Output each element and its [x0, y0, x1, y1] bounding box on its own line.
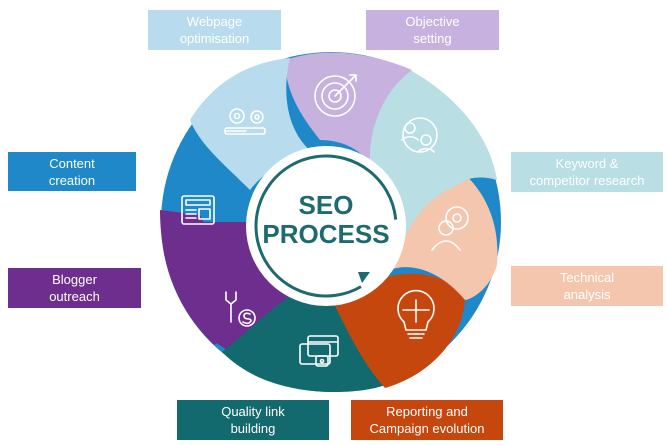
step-label-line1: Webpage [186, 14, 243, 29]
step-label-blogger-outreach: Blogger outreach [8, 268, 141, 308]
target-icon [314, 74, 357, 117]
step-label-line1: Content [49, 155, 95, 171]
lightbulb-puzzle-icon [397, 289, 435, 339]
person-gear-icon [431, 206, 469, 251]
segment-reporting [332, 273, 465, 388]
segment-objective [285, 52, 412, 165]
center-arrow-head [358, 272, 370, 283]
step-label-line2: competitor research [529, 173, 645, 188]
step-label-line1: Keyword & [555, 156, 619, 171]
step-label-line2: building [230, 421, 276, 436]
newspaper-icon [181, 195, 215, 225]
step-label-line2: setting [413, 31, 452, 46]
cards-lock-icon [299, 335, 339, 367]
step-label-objective-setting: Objective setting [366, 10, 499, 50]
ring [160, 52, 501, 392]
center-disc [246, 146, 406, 306]
step-label-webpage-optimisation: Webpage optimisation [148, 10, 281, 50]
step-label-technical-analysis: Technical analysis [511, 266, 663, 306]
step-label-line2: outreach [49, 289, 100, 304]
center-title-line1: SEO [299, 190, 354, 220]
center-title-line2: PROCESS [262, 219, 389, 249]
people-search-icon [401, 117, 438, 153]
step-label-line2: Campaign evolution [369, 421, 485, 436]
step-label-keyword-research: Keyword & competitor research [511, 152, 663, 192]
step-label-line1: Objective [405, 14, 460, 29]
step-label-line1: Quality link [221, 404, 285, 419]
step-label-line2: analysis [563, 287, 611, 302]
wrench-dollar-icon [225, 291, 256, 327]
step-label-line2: creation [48, 172, 96, 188]
step-label-quality-link-building: Quality link building [177, 400, 329, 440]
center-arc [254, 154, 398, 298]
step-label-line1: Blogger [52, 272, 97, 287]
step-label-line2: optimisation [179, 31, 250, 46]
gears-icon [224, 108, 266, 135]
step-label-line1: Technical [559, 270, 615, 285]
step-label-line1: Reporting and [386, 404, 468, 419]
